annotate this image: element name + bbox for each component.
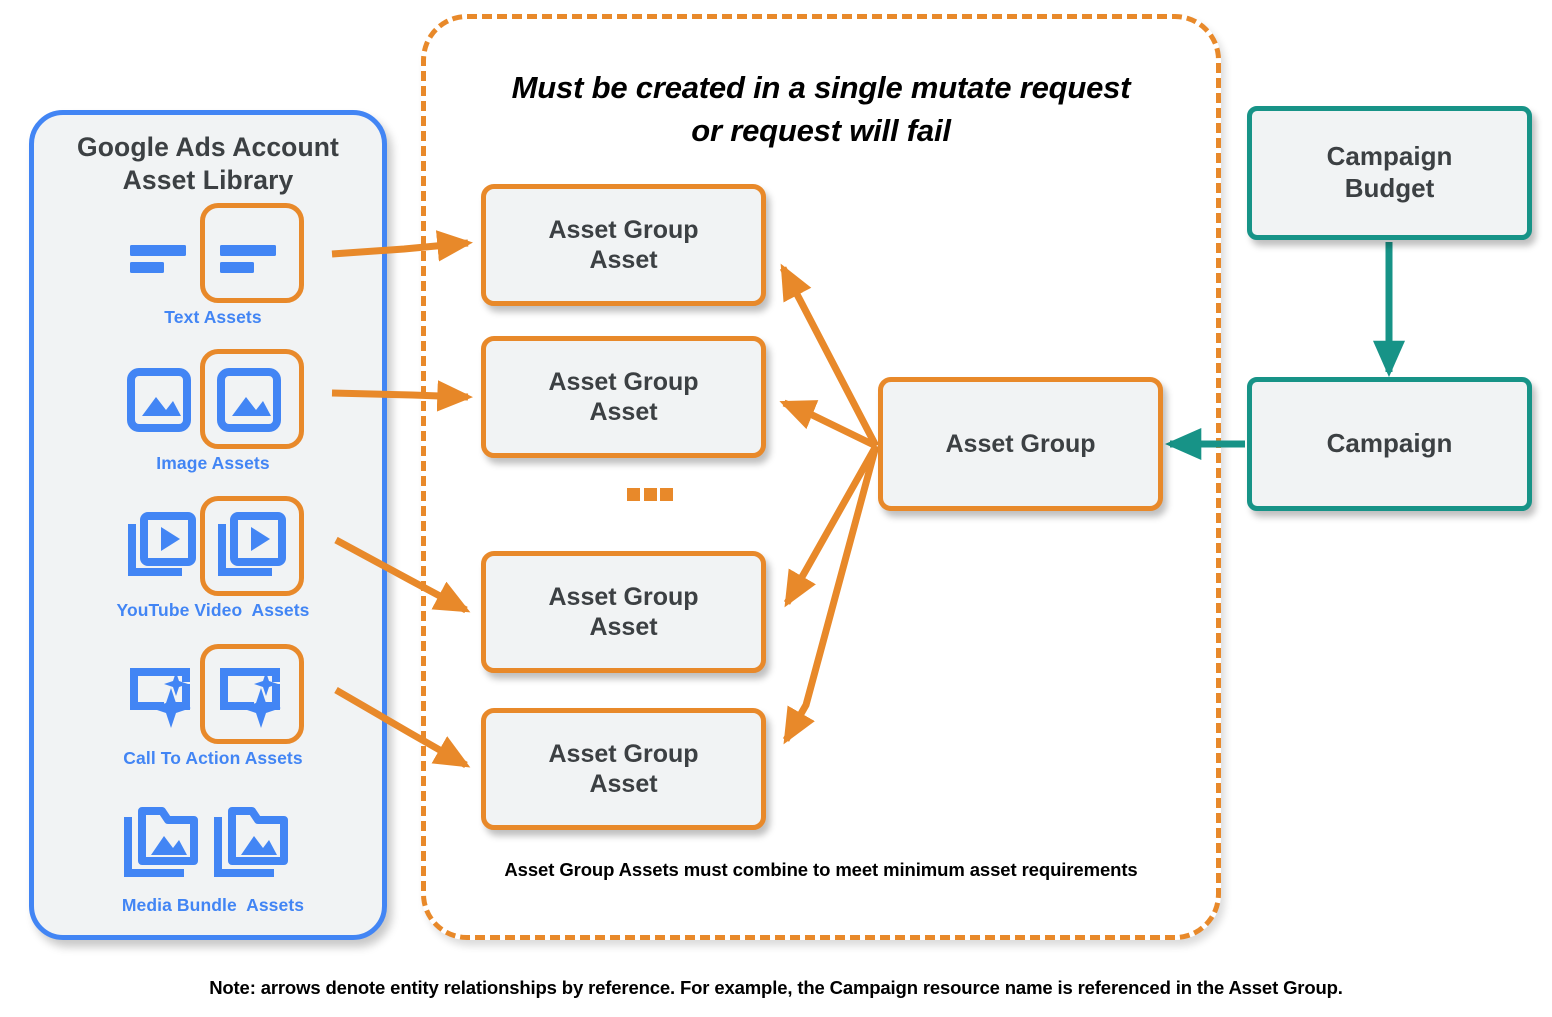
- asset-library-title-line2: Asset Library: [122, 165, 294, 196]
- youtube-video-asset-icon-selected[interactable]: [206, 500, 298, 592]
- asset-library-title: Google Ads Account Asset Library: [34, 131, 382, 198]
- footer-note: Note: arrows denote entity relationships…: [209, 977, 1343, 998]
- asset-row-media-bundle: Media Bundle Assets: [34, 795, 392, 916]
- aga-1-line2: Asset: [589, 246, 658, 274]
- text-asset-icon: [116, 207, 208, 299]
- asset-label-image: Image Assets: [156, 453, 270, 473]
- call-to-action-asset-highlight: [200, 644, 304, 744]
- asset-row-call-to-action: Call To Action Assets: [34, 644, 392, 769]
- campaign-label: Campaign: [1326, 428, 1453, 459]
- asset-label-text: Text Assets: [164, 307, 262, 327]
- asset-group-asset-node-1[interactable]: Asset Group Asset: [481, 184, 766, 306]
- asset-row-image: Image Assets: [34, 349, 392, 474]
- campaign-budget-line1: Campaign: [1326, 141, 1453, 172]
- campaign-budget-line2: Budget: [1344, 173, 1435, 203]
- aga-1-line1: Asset Group: [548, 215, 699, 244]
- text-asset-highlight: [200, 203, 304, 303]
- campaign-budget-node[interactable]: Campaign Budget: [1247, 106, 1532, 240]
- asset-library-title-line1: Google Ads Account: [77, 132, 339, 162]
- call-to-action-asset-icon: [116, 648, 208, 740]
- asset-group-label: Asset Group: [945, 429, 1096, 458]
- ellipsis-dot-1: [627, 487, 640, 501]
- image-asset-highlight: [200, 349, 304, 449]
- asset-group-asset-node-2[interactable]: Asset Group Asset: [481, 336, 766, 458]
- mutate-footnote: Asset Group Assets must combine to meet …: [504, 859, 1138, 880]
- asset-group-asset-ellipsis: [627, 487, 673, 501]
- asset-row-youtube-video: YouTube Video Assets: [34, 496, 392, 621]
- asset-label-youtube-video: YouTube Video Assets: [116, 600, 310, 620]
- mutate-title-line2: or request will fail: [691, 112, 951, 148]
- image-asset-icon-selected[interactable]: [206, 353, 298, 445]
- aga-3-line1: Asset Group: [548, 582, 699, 611]
- asset-group-asset-node-4[interactable]: Asset Group Asset: [481, 708, 766, 830]
- aga-4-line1: Asset Group: [548, 739, 699, 768]
- asset-label-call-to-action: Call To Action Assets: [123, 748, 303, 768]
- asset-group-asset-node-3[interactable]: Asset Group Asset: [481, 551, 766, 673]
- media-bundle-asset-icon-2: [206, 795, 298, 887]
- aga-2-line2: Asset: [589, 398, 658, 426]
- aga-2-line1: Asset Group: [548, 367, 699, 396]
- campaign-node[interactable]: Campaign: [1247, 377, 1532, 511]
- aga-4-line2: Asset: [589, 770, 658, 798]
- youtube-video-asset-highlight: [200, 496, 304, 596]
- asset-row-text: Text Assets: [34, 203, 392, 328]
- youtube-video-asset-icon: [116, 500, 208, 592]
- mutate-title: Must be created in a single mutate reque…: [466, 67, 1176, 153]
- call-to-action-asset-icon-selected[interactable]: [206, 648, 298, 740]
- image-asset-icon: [116, 353, 208, 445]
- asset-group-node[interactable]: Asset Group: [878, 377, 1163, 511]
- asset-library-panel: Google Ads Account Asset Library: [29, 110, 387, 940]
- ellipsis-dot-2: [643, 487, 657, 501]
- asset-label-media-bundle: Media Bundle Assets: [121, 895, 305, 915]
- mutate-title-line1: Must be created in a single mutate reque…: [511, 70, 1131, 105]
- ellipsis-dot-3: [660, 487, 673, 501]
- aga-3-line2: Asset: [589, 613, 658, 641]
- text-asset-icon-selected[interactable]: [206, 207, 298, 299]
- media-bundle-asset-icon: [116, 795, 208, 887]
